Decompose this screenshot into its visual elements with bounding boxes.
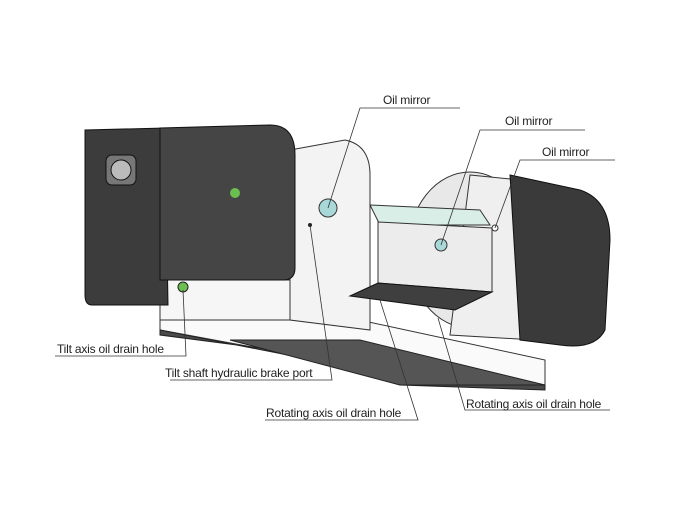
green-indicator: [230, 188, 240, 198]
motor-port-inner: [110, 159, 132, 181]
label-rotating-drain-right: Rotating axis oil drain hole: [466, 397, 602, 411]
table-body: [377, 221, 493, 293]
label-oil-mirror-rotary: Oil mirror: [542, 145, 590, 159]
motor-cover: [159, 124, 296, 281]
table-bottom: [348, 282, 494, 311]
table-top: [369, 204, 491, 226]
label-oil-mirror-table: Oil mirror: [505, 114, 553, 128]
label-tilt-brake-port: Tilt shaft hydraulic brake port: [165, 366, 313, 380]
tilt-housing: [289, 139, 371, 331]
label-oil-mirror-housing: Oil mirror: [383, 93, 431, 107]
rotary-motor: [509, 174, 611, 347]
label-tilt-axis-drain: Tilt axis oil drain hole: [57, 342, 164, 356]
base-underside: [229, 339, 546, 386]
label-rotating-drain-left: Rotating axis oil drain hole: [266, 406, 402, 420]
leader-lines: [55, 107, 615, 421]
